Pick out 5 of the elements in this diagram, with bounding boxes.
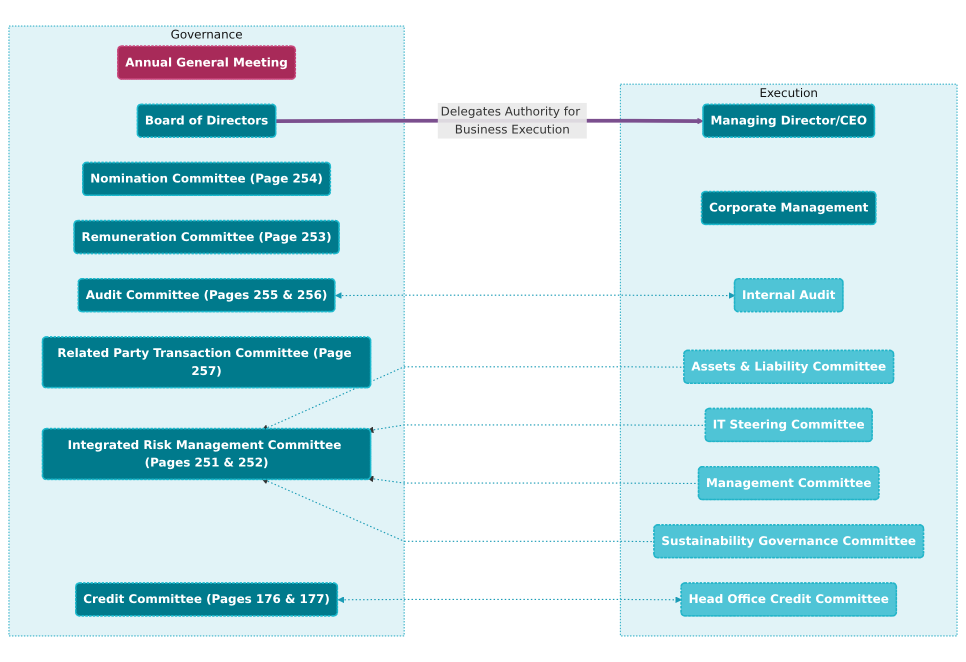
arrow: [338, 596, 682, 604]
arrow: [335, 292, 736, 299]
edge-label: Delegates Authority for Business Execution: [440, 104, 580, 136]
arrow: [367, 424, 706, 434]
arrow: [262, 478, 654, 542]
